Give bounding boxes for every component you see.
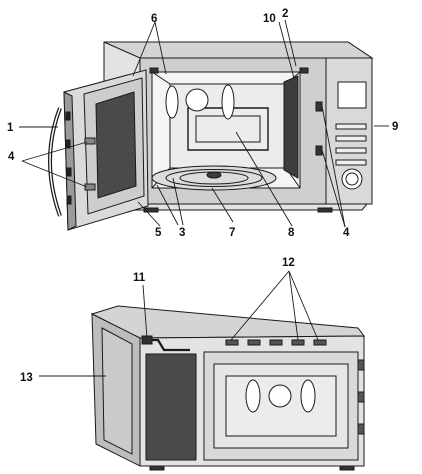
- front-view: [103, 41, 374, 213]
- callout-8: 8: [288, 227, 295, 239]
- rear-vent: [268, 384, 292, 408]
- spacer: [313, 339, 327, 346]
- latch-hole: [149, 67, 159, 74]
- callout-9: 9: [392, 121, 398, 133]
- callout-4: 4: [343, 227, 350, 239]
- latch-hole: [299, 67, 309, 74]
- control-button: [335, 147, 367, 154]
- door-window: [95, 91, 137, 199]
- spacer: [291, 339, 305, 346]
- rear-leader-lines: [39, 270, 319, 377]
- turntable-coupler: [206, 171, 222, 179]
- callout-3: 3: [179, 227, 185, 239]
- waveguide-cover: [283, 75, 299, 179]
- rear-vent: [245, 379, 261, 413]
- control-knob: [341, 168, 363, 190]
- cavity-vent: [221, 84, 235, 120]
- grill-element: [187, 107, 269, 151]
- display-window: [337, 81, 367, 109]
- control-button: [335, 123, 367, 130]
- callout-10: 10: [263, 13, 276, 25]
- cavity-vent: [185, 88, 209, 112]
- latch-hole: [315, 101, 323, 112]
- callout-1: 1: [7, 122, 14, 134]
- door-hook: [84, 183, 96, 191]
- callout-13: 13: [20, 372, 33, 384]
- spacer: [247, 339, 261, 346]
- control-button: [335, 135, 367, 142]
- callout-4: 4: [8, 151, 15, 163]
- front-leader-lines: [19, 19, 389, 228]
- foot: [339, 465, 355, 471]
- rear-callouts: 11 12 13: [20, 257, 295, 384]
- foot: [317, 207, 333, 213]
- spacer: [269, 339, 283, 346]
- foot: [143, 207, 159, 213]
- callout-5: 5: [155, 227, 162, 239]
- rear-vent: [300, 379, 316, 413]
- callout-6: 6: [151, 13, 157, 25]
- housing-top: [103, 41, 374, 59]
- rear-housing-top: [90, 305, 365, 339]
- rear-view: [90, 305, 365, 471]
- callout-11: 11: [133, 272, 146, 284]
- spacer: [225, 339, 239, 346]
- cavity-vent: [165, 85, 179, 119]
- door-hook: [84, 137, 96, 145]
- control-button: [335, 159, 367, 166]
- side-panel-inset: [101, 327, 133, 455]
- callout-12: 12: [282, 257, 295, 269]
- ventilation-mesh: [145, 353, 197, 461]
- microwave-door: [48, 69, 149, 231]
- foot: [149, 465, 165, 471]
- callout-7: 7: [229, 227, 235, 239]
- latch-hole: [315, 145, 323, 156]
- front-callouts: 1 2 3 4 4 5 6 7 8 9 10: [7, 8, 398, 239]
- callout-2: 2: [282, 8, 288, 20]
